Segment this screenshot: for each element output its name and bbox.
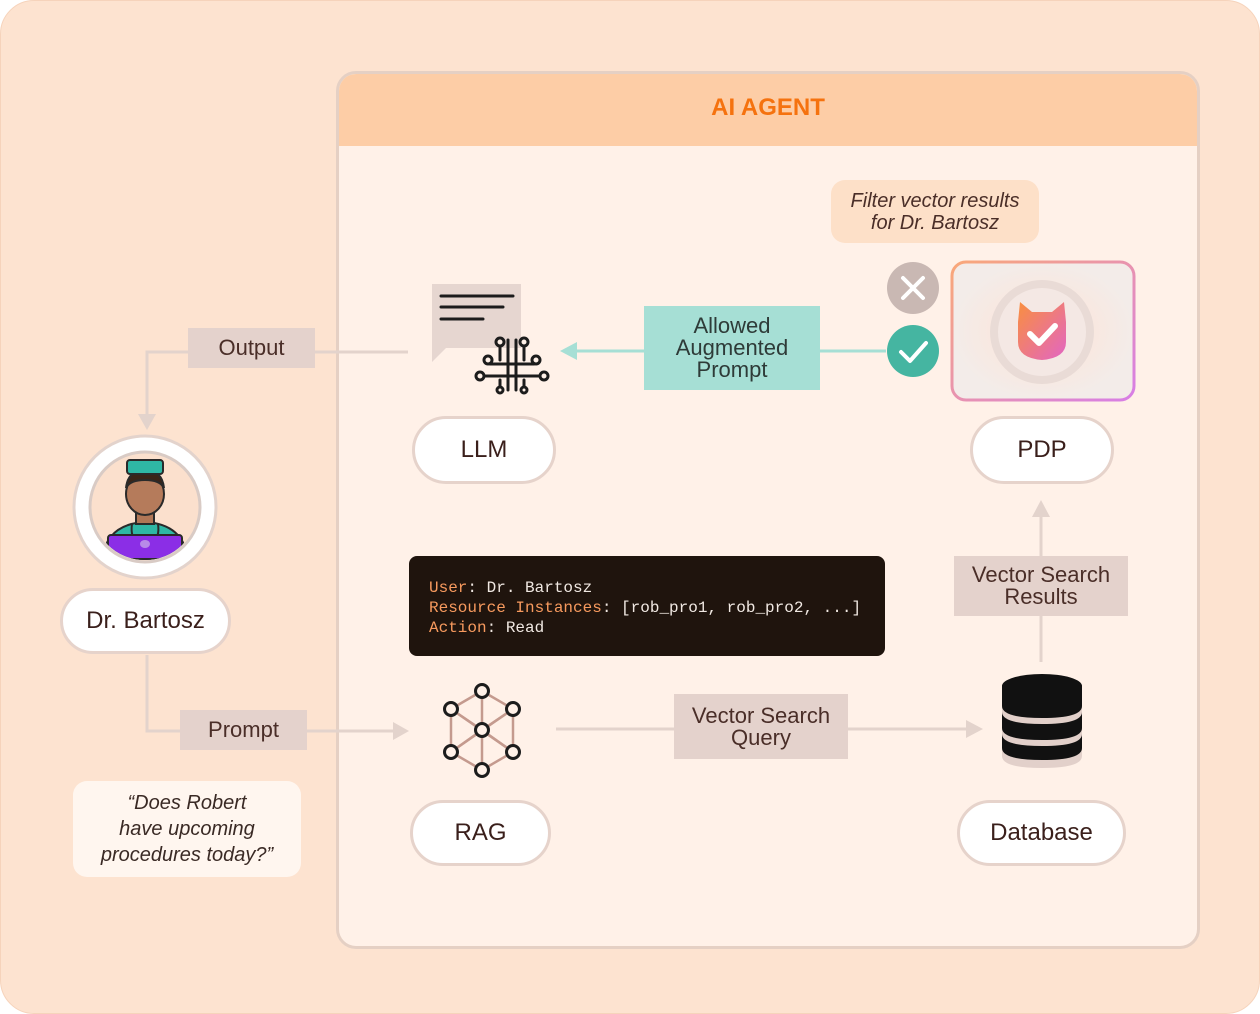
deny-x-icon <box>887 262 939 314</box>
request-resource-line: Resource Instances: [rob_pro1, rob_pro2,… <box>429 599 862 617</box>
database-node: Database <box>957 800 1126 866</box>
request-action-line: Action: Read <box>429 619 545 637</box>
filter-note: Filter vector results for Dr. Bartosz <box>831 180 1039 243</box>
llm-node: LLM <box>412 416 556 484</box>
allowed-prompt-label: Allowed Augmented Prompt <box>644 306 820 390</box>
pdp-node: PDP <box>970 416 1114 484</box>
database-icon <box>1002 674 1082 768</box>
ai-agent-title: AI AGENT <box>711 94 825 121</box>
doctor-avatar-icon <box>72 434 218 580</box>
prompt-label: Prompt <box>180 710 307 750</box>
request-user-key: User <box>429 579 468 597</box>
neural-network-icon <box>443 683 521 778</box>
request-action-value: Read <box>505 619 545 637</box>
output-arrowhead <box>138 414 156 430</box>
request-user-value: Dr. Bartosz <box>486 579 593 597</box>
pdp-check-logo-icon <box>950 260 1136 402</box>
allow-check-icon <box>887 325 939 377</box>
prompt-line <box>145 655 396 733</box>
allowed-arrowhead <box>560 342 577 360</box>
request-action-key: Action <box>429 619 487 637</box>
output-label: Output <box>188 328 315 368</box>
request-resource-key: Resource Instances <box>429 599 602 617</box>
query-arrowhead <box>966 720 983 738</box>
request-resource-value: [rob_pro1, rob_pro2, ...] <box>621 599 862 617</box>
vector-results-label: Vector Search Results <box>954 556 1128 616</box>
output-line <box>145 350 408 416</box>
llm-chat-circuit-icon <box>432 284 550 395</box>
request-user-line: User: Dr. Bartosz <box>429 579 593 597</box>
results-arrowhead <box>1032 500 1050 517</box>
rag-node: RAG <box>410 800 551 866</box>
user-node: Dr. Bartosz <box>60 588 231 654</box>
ai-agent-header: AI AGENT <box>339 74 1197 146</box>
vector-query-label: Vector Search Query <box>674 694 848 759</box>
user-question-note: “Does Robert have upcoming procedures to… <box>73 781 301 877</box>
prompt-arrowhead <box>393 722 409 740</box>
